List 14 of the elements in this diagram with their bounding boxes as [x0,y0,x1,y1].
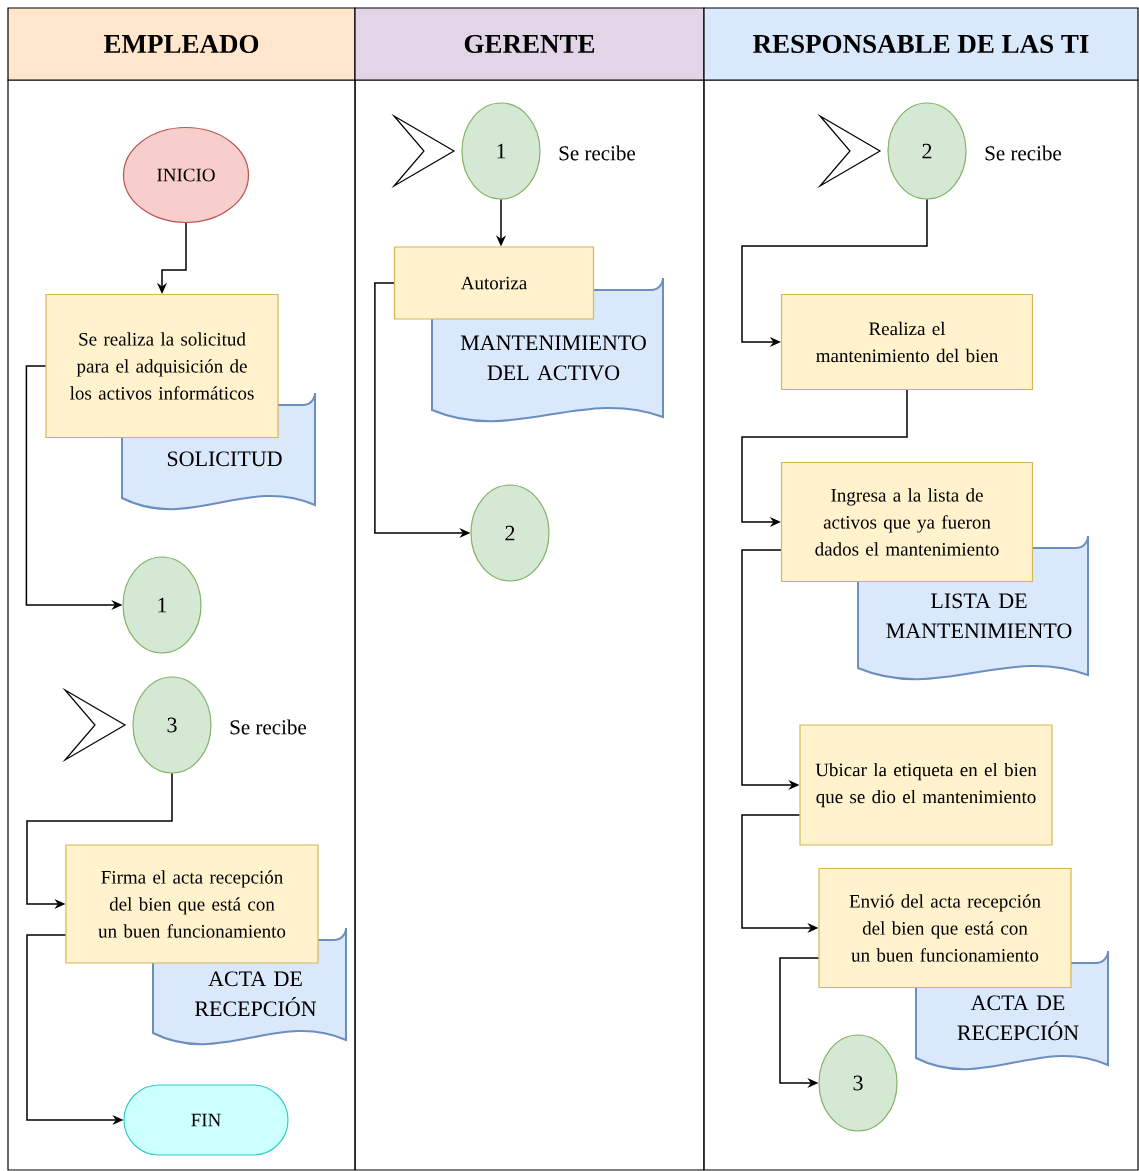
node-label: GERENTE [464,34,595,54]
node-label: RESPONSABLE DE LAS TI [753,34,1089,54]
process-box: Ubicar la etiqueta en el bien que se dio el mantenimiento [799,724,1053,846]
process-box: Autoriza [393,246,595,320]
side-label: Se recibe [230,719,306,735]
process-box: Realiza el mantenimiento del bien [780,293,1034,391]
end-terminator: FIN [123,1084,289,1156]
process-box: Firma el acta recepción del bien que está con un buen funcionamiento [65,844,319,964]
process-box: Se realiza la solicitud para el adquisición de los activos informáticos [45,293,279,439]
process-box: Ingresa a la lista de activos que ya fueron dados el mantenimiento [780,461,1034,583]
side-label: Se recibe [985,145,1062,161]
node-label: EMPLEADO [103,34,259,54]
process-box: Envió del acta recepción del bien que está con un buen funcionamiento [818,867,1072,989]
side-label: Se recibe [559,145,635,161]
